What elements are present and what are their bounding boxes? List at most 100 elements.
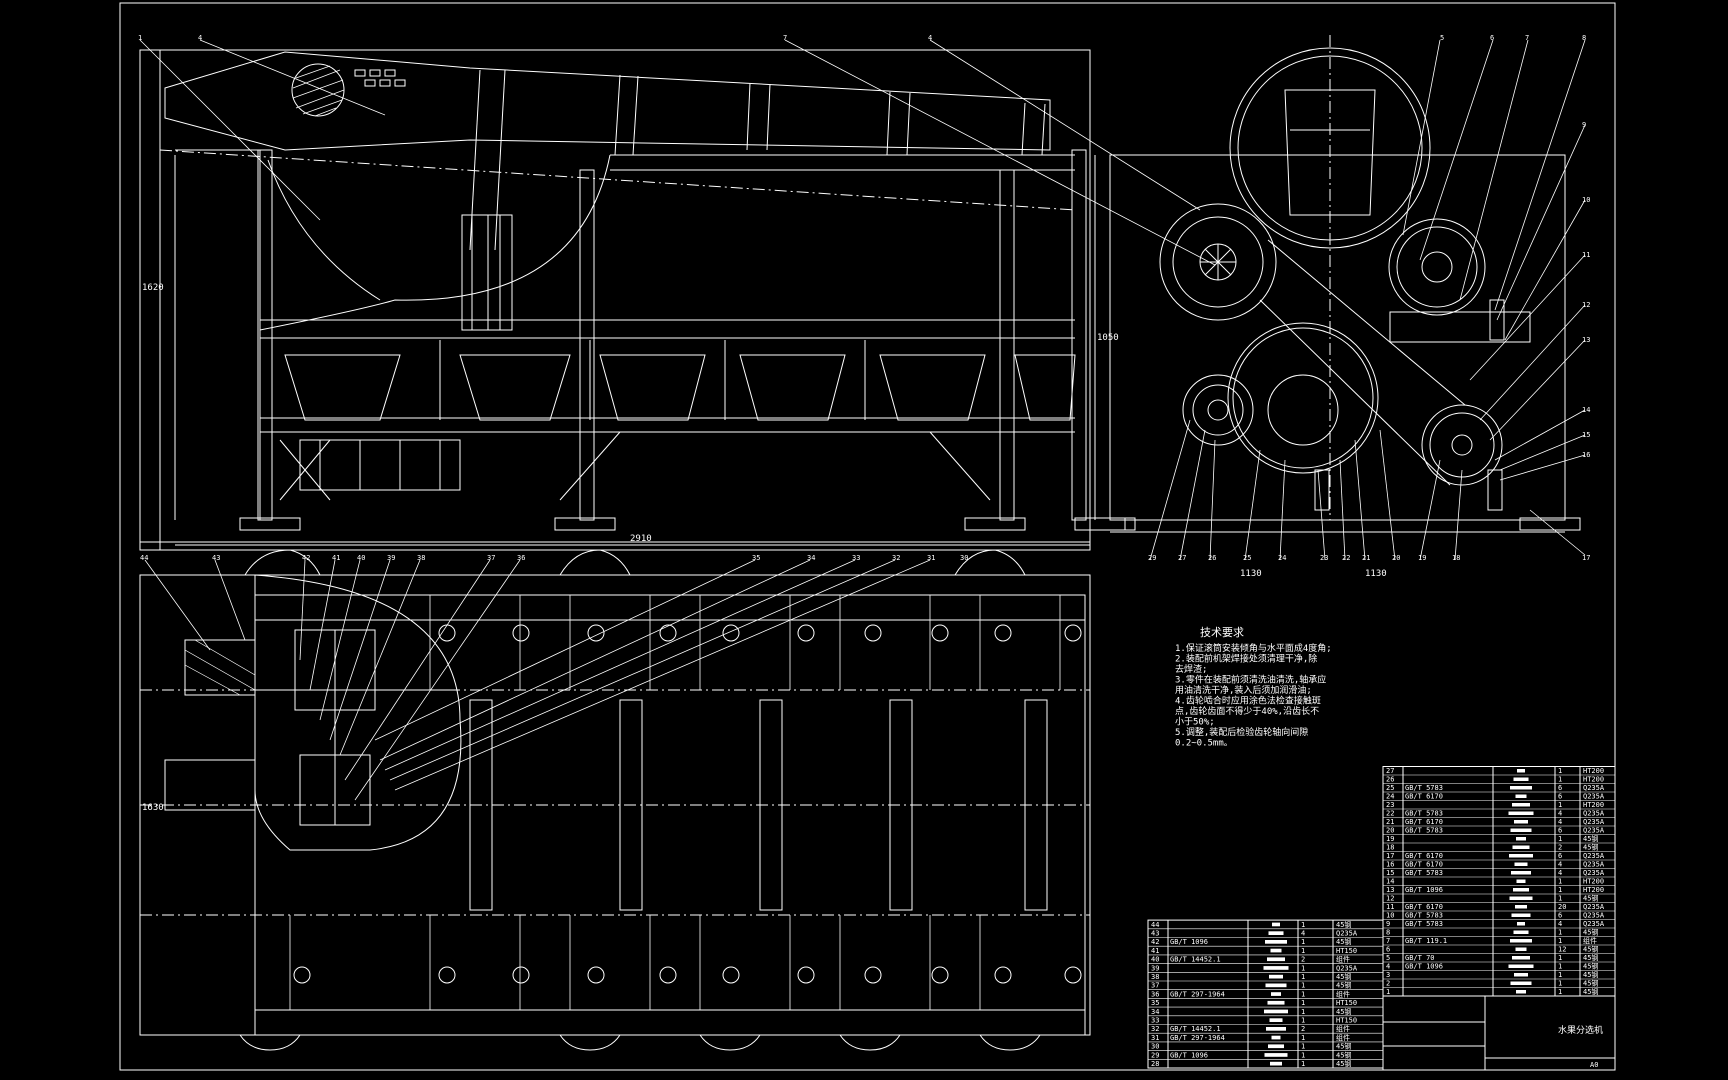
bom-name-cell: [1269, 1018, 1283, 1022]
bom-item-number: 28: [1151, 1060, 1159, 1068]
bom-name-cell: [1511, 913, 1531, 917]
balloon-number: 9: [1582, 121, 1586, 129]
bom-name-cell: [1513, 777, 1529, 781]
bom-quantity: 1: [1301, 1017, 1305, 1025]
bom-material: Q235A: [1583, 920, 1605, 928]
bom-name-cell: [1508, 811, 1534, 815]
bom-name-cell: [1515, 947, 1527, 951]
balloon-number: 11: [1582, 251, 1590, 259]
bom-material: 45钢: [1583, 953, 1598, 962]
bom-item-number: 33: [1151, 1017, 1159, 1025]
bom-name-cell: [1514, 973, 1528, 977]
balloon-number: 13: [1582, 336, 1590, 344]
bom-material: 45钢: [1336, 937, 1351, 946]
bom-item-number: 23: [1386, 801, 1394, 809]
bom-name-cell: [1509, 854, 1533, 858]
bom-material: 45钢: [1583, 979, 1598, 988]
bom-material: 45钢: [1336, 972, 1351, 981]
bom-name-cell: [1512, 956, 1530, 960]
bom-quantity: 6: [1558, 793, 1562, 801]
bom-name-cell: [1270, 1061, 1282, 1066]
front-elevation-view: [139, 49, 1136, 551]
bom-material: 45钢: [1336, 1007, 1351, 1016]
bom-item-number: 10: [1386, 912, 1394, 920]
bom-item-number: 34: [1151, 1008, 1159, 1016]
bom-item-number: 30: [1151, 1043, 1159, 1051]
bom-item-number: 7: [1386, 937, 1390, 945]
bom-name-cell: [1512, 803, 1530, 807]
bom-standard-code: GB/T 14452.1: [1170, 956, 1221, 964]
bom-name-cell: [1515, 905, 1527, 909]
balloon-number: 44: [140, 554, 148, 562]
balloon-number: 40: [357, 554, 365, 562]
bom-material: HT150: [1336, 1017, 1357, 1025]
bom-material: 45钢: [1336, 1059, 1351, 1068]
bom-quantity: 6: [1558, 912, 1562, 920]
bom-item-number: 44: [1151, 921, 1159, 929]
bom-standard-code: GB/T 5783: [1405, 827, 1443, 835]
bom-name-cell: [1268, 1044, 1284, 1049]
dim-bottom-right: 1130: [1365, 569, 1387, 579]
bom-name-cell: [1508, 964, 1534, 968]
balloon-number: 19: [1418, 554, 1426, 562]
bom-row: 33 1 HT150: [1151, 1017, 1357, 1025]
bom-item-number: 24: [1386, 793, 1394, 801]
bom-name-cell: [1265, 940, 1287, 944]
bom-material: Q235A: [1336, 930, 1358, 938]
bom-name-cell: [1510, 981, 1532, 985]
bom-item-number: 39: [1151, 964, 1159, 972]
bom-quantity: 4: [1558, 818, 1562, 826]
bom-quantity: 1: [1301, 938, 1305, 946]
bom-material: HT200: [1583, 878, 1604, 886]
bom-material: 45钢: [1583, 962, 1598, 971]
bom-item-number: 1: [1386, 988, 1390, 996]
balloon-number: 34: [807, 554, 815, 562]
bom-item-number: 5: [1386, 954, 1390, 962]
bom-standard-code: GB/T 5783: [1405, 920, 1443, 928]
bom-item-number: 27: [1386, 767, 1394, 775]
bom-material: 45钢: [1336, 920, 1351, 929]
balloon-number: 6: [1490, 34, 1494, 42]
bom-quantity: 2: [1558, 844, 1562, 852]
bom-quantity: 4: [1558, 920, 1562, 928]
bom-quantity: 2: [1301, 956, 1305, 964]
bom-material: HT200: [1583, 776, 1604, 784]
bom-name-cell: [1270, 948, 1282, 953]
bom-material: Q235A: [1583, 869, 1605, 877]
balloon-number: 14: [1582, 406, 1590, 414]
bom-name-cell: [1514, 862, 1528, 866]
balloon-number: 35: [752, 554, 760, 562]
balloon-number: 7: [1525, 34, 1529, 42]
bom-name-cell: [1272, 922, 1280, 927]
bom-item-number: 22: [1386, 810, 1394, 818]
tech-requirement-line: 4.齿轮啮合时应用涂色法检查接触斑: [1175, 695, 1321, 707]
dim-side-height: 1050: [1097, 333, 1119, 343]
tech-requirement-line: 用油清洗干净,装入后须加润滑油;: [1175, 684, 1312, 696]
bom-standard-code: GB/T 6170: [1405, 861, 1443, 869]
bom-name-cell: [1514, 820, 1528, 824]
bom-standard-code: GB/T 6170: [1405, 793, 1443, 801]
bom-item-number: 3: [1386, 971, 1390, 979]
bom-material: 组件: [1336, 1024, 1350, 1033]
dim-overall-length: 2910: [630, 534, 652, 544]
bom-name-cell: [1509, 896, 1533, 900]
bom-quantity: 1: [1301, 921, 1305, 929]
bom-quantity: 1: [1301, 973, 1305, 981]
bom-item-number: 35: [1151, 999, 1159, 1007]
bom-quantity: 1: [1558, 954, 1562, 962]
bom-quantity: 1: [1301, 999, 1305, 1007]
